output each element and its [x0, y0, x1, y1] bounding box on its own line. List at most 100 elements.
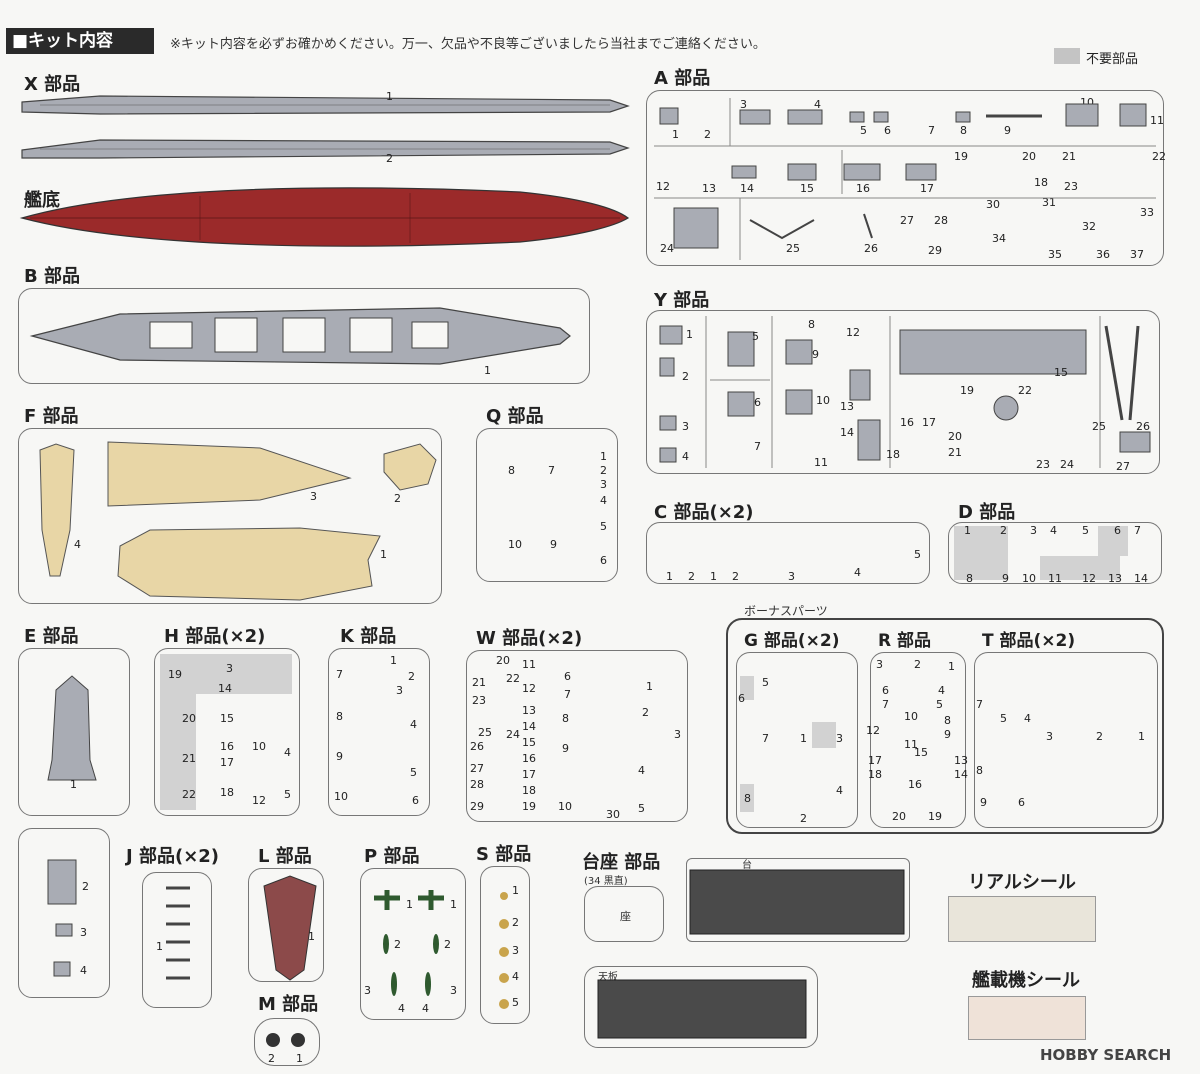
s-parts-label: S 部品: [476, 844, 532, 865]
f-part-3-num: 3: [310, 490, 317, 503]
b-parts-label: B 部品: [24, 266, 80, 287]
m-parts-label: M 部品: [258, 994, 319, 1015]
h-unneeded-area-2: [196, 654, 292, 694]
j-parts-label: J 部品(×2): [126, 846, 220, 867]
aircraft-seal-label: 艦載機シール: [972, 970, 1080, 991]
h-parts-numbers: 19 3 14 20 15 21 22 16 17 18 10 4 12 5: [168, 662, 291, 807]
q-parts-frame: [476, 428, 618, 582]
s-parts-drawing: [499, 892, 509, 1009]
w-parts-frame: [466, 650, 688, 822]
l-parts-label: L 部品: [258, 846, 312, 867]
e-extra-part-2-num: 2: [82, 880, 89, 893]
d-parts-frame: [948, 522, 1162, 584]
f-part-4-num: 4: [74, 538, 81, 551]
g-parts-numbers: 6 5 7 1 3 4 8 2: [738, 676, 843, 825]
k-parts-numbers: 1 2 3 4 5 6 7 8 9 10: [334, 654, 419, 807]
k-parts-label: K 部品: [340, 626, 397, 647]
hull-bottom-label: 艦底: [24, 190, 60, 211]
g-parts-label: G 部品(×2): [744, 631, 840, 651]
j-parts-frame: [142, 872, 212, 1008]
e-extra-parts-frame: [18, 828, 110, 998]
x-parts-label: X 部品: [24, 74, 81, 95]
j-parts-drawing: [166, 886, 190, 980]
q-parts-grid: 8 7 10 9 1 2 3 4 5 6: [508, 450, 607, 567]
t-parts-label: T 部品(×2): [982, 631, 1076, 651]
real-seal-label: リアルシール: [968, 872, 1076, 893]
kit-contents-note: ※キット内容を必ずお確かめください。万一、欠品や不良等ございましたら当社までご連…: [170, 37, 766, 52]
f-parts-label: F 部品: [24, 406, 79, 427]
c-parts-frame: [646, 522, 930, 584]
unneeded-legend-swatch: [1054, 48, 1080, 64]
e-parts-label: E 部品: [24, 626, 79, 647]
s-parts-numbers: 1 2 3 4 5: [512, 884, 519, 1009]
w-parts-label: W 部品(×2): [476, 628, 583, 649]
g-unneeded-area-3: [812, 722, 836, 748]
kit-contents-title: ■キット内容: [6, 28, 154, 54]
g-parts-frame: [736, 652, 858, 828]
bonus-parts-frame: [726, 618, 1164, 834]
j-part-1-num: 1: [156, 940, 163, 953]
p-parts-frame: [360, 868, 466, 1020]
aircraft-seal-decal-sheet: [968, 996, 1086, 1040]
e-extra-part-4-num: 4: [80, 964, 87, 977]
y-parts-drawing: [659, 316, 1151, 468]
d-parts-label: D 部品: [958, 502, 1016, 523]
c-parts-numbers: 1 2 1 2 3 4 5: [666, 548, 921, 583]
p-parts-label: P 部品: [364, 846, 420, 867]
c-parts-label: C 部品(×2): [654, 502, 754, 523]
h-parts-label: H 部品(×2): [164, 626, 266, 647]
real-seal-decal-sheet: [948, 896, 1096, 942]
d-unneeded-area-3: [1098, 526, 1128, 556]
t-parts-frame: [974, 652, 1158, 828]
a-parts-grid: 1 2 3 4 5 6 7 8 9 10 11 12 13 14 15 16 1…: [656, 96, 1166, 261]
stand-top-label: 天板: [598, 972, 618, 983]
d-unneeded-area-2: [1040, 556, 1120, 580]
q-parts-label: Q 部品: [486, 406, 544, 427]
bonus-parts-label: ボーナスパーツ: [744, 604, 828, 618]
y-parts-label: Y 部品: [654, 290, 710, 311]
d-parts-numbers: 1 2 3 4 5 6 7 8 9 10 11 12 13 14: [964, 524, 1148, 585]
stand-base-label: 台: [742, 860, 752, 871]
l-parts-frame: [248, 868, 324, 982]
stand-parts-note: (34 黒直): [584, 876, 628, 887]
y-parts-numbers: 1 2 3 4 5 6 7 8 9 10 11 12 13 14 15 16 1…: [682, 318, 1150, 473]
e-extra-part-3-num: 3: [80, 926, 87, 939]
r-parts-label: R 部品: [878, 631, 932, 651]
h-parts-frame: [154, 648, 300, 816]
w-parts-numbers: 20 21 22 23 24 25 26 27 28 29 11 12 13 1…: [470, 654, 681, 821]
a-parts-label: A 部品: [654, 68, 711, 89]
stand-seat-label: 座: [620, 910, 631, 923]
m-parts-frame: [254, 1018, 320, 1066]
f-part-2-num: 2: [394, 492, 401, 505]
g-unneeded-area-2: [740, 784, 754, 812]
r-parts-numbers: 3 2 1 6 4 7 5 10 8 12 11 9 15 17 13 18 1…: [866, 658, 968, 823]
b-part-1-num: 1: [484, 364, 491, 377]
x-part-2-num: 2: [386, 152, 393, 165]
k-parts-frame: [328, 648, 430, 816]
g-unneeded-area-1: [740, 676, 754, 700]
m-part-1-num: 1: [296, 1052, 303, 1065]
f-parts-frame: [18, 428, 442, 604]
stand-parts-label: 台座 部品: [582, 852, 661, 873]
e-parts-frame: [18, 648, 130, 816]
x-part-1-num: 1: [386, 90, 393, 103]
s-parts-frame: [480, 866, 530, 1024]
p-parts-drawing: [374, 890, 444, 996]
stand-seat-frame: [584, 886, 664, 942]
unneeded-legend-label: 不要部品: [1086, 52, 1139, 67]
hobby-search-watermark: HOBBY SEARCH: [1040, 1046, 1172, 1064]
y-parts-frame: [646, 310, 1160, 474]
a-parts-frame: [646, 90, 1164, 266]
l-part-1-num: 1: [308, 930, 315, 943]
t-parts-numbers: 7 5 4 3 2 1 8 9 6: [976, 698, 1145, 809]
b-parts-frame: [18, 288, 590, 384]
p-parts-numbers: 1 1 2 2 3 3 4 4: [364, 898, 457, 1015]
stand-base-frame: [686, 858, 910, 942]
e-part-1-num: 1: [70, 778, 77, 791]
stand-top-frame: [584, 966, 818, 1048]
h-unneeded-area-1: [160, 654, 196, 810]
r-parts-frame: [870, 652, 966, 828]
a-parts-drawing: [654, 98, 1156, 260]
d-unneeded-area-1: [954, 526, 1008, 580]
